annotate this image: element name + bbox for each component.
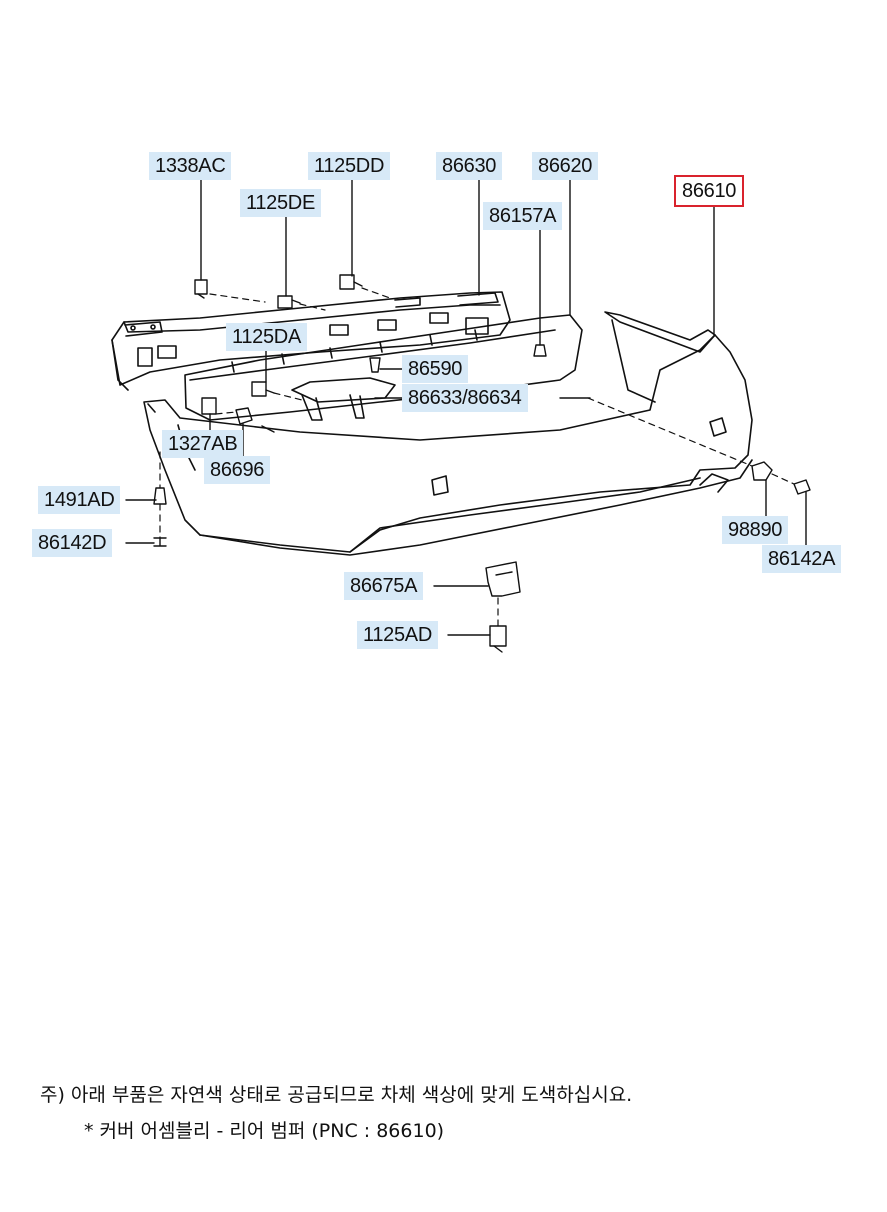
part-label-1125DA[interactable]: 1125DA [226, 323, 307, 351]
part-label-1491AD[interactable]: 1491AD [38, 486, 121, 514]
part-label-86142A[interactable]: 86142A [762, 545, 842, 573]
part-label-86696[interactable]: 86696 [204, 456, 271, 484]
part-label-1327AB[interactable]: 1327AB [162, 430, 244, 458]
part-label-1338AC[interactable]: 1338AC [149, 152, 232, 180]
bumper-absorber-drawing [184, 314, 583, 421]
part-label-86157A[interactable]: 86157A [483, 202, 563, 230]
paint-note-line: 주) 아래 부품은 자연색 상태로 공급되므로 차체 색상에 맞게 도색하십시요… [40, 1084, 633, 1106]
part-label-1125DD[interactable]: 1125DD [308, 152, 391, 180]
part-label-1125DE[interactable]: 1125DE [240, 189, 321, 217]
part-label-86610-selected[interactable]: 86610 [673, 175, 745, 207]
part-label-86142D[interactable]: 86142D [32, 529, 113, 557]
part-label-86633-86634[interactable]: 86633/86634 [402, 384, 528, 412]
part-label-86675A[interactable]: 86675A [344, 572, 424, 600]
bumper-beam-drawing [111, 291, 511, 391]
assembly-dash-lines [159, 287, 795, 627]
fastener-drawings [153, 274, 811, 653]
part-label-86620[interactable]: 86620 [532, 152, 599, 180]
leader-lines [125, 179, 807, 636]
cover-assembly-note-line: * 커버 어셈블리 - 리어 범퍼 (PNC : 86610) [84, 1120, 445, 1142]
part-label-1125AD[interactable]: 1125AD [357, 621, 438, 649]
part-label-98890[interactable]: 98890 [722, 516, 789, 544]
part-label-86590[interactable]: 86590 [402, 355, 469, 383]
part-label-86630[interactable]: 86630 [436, 152, 503, 180]
